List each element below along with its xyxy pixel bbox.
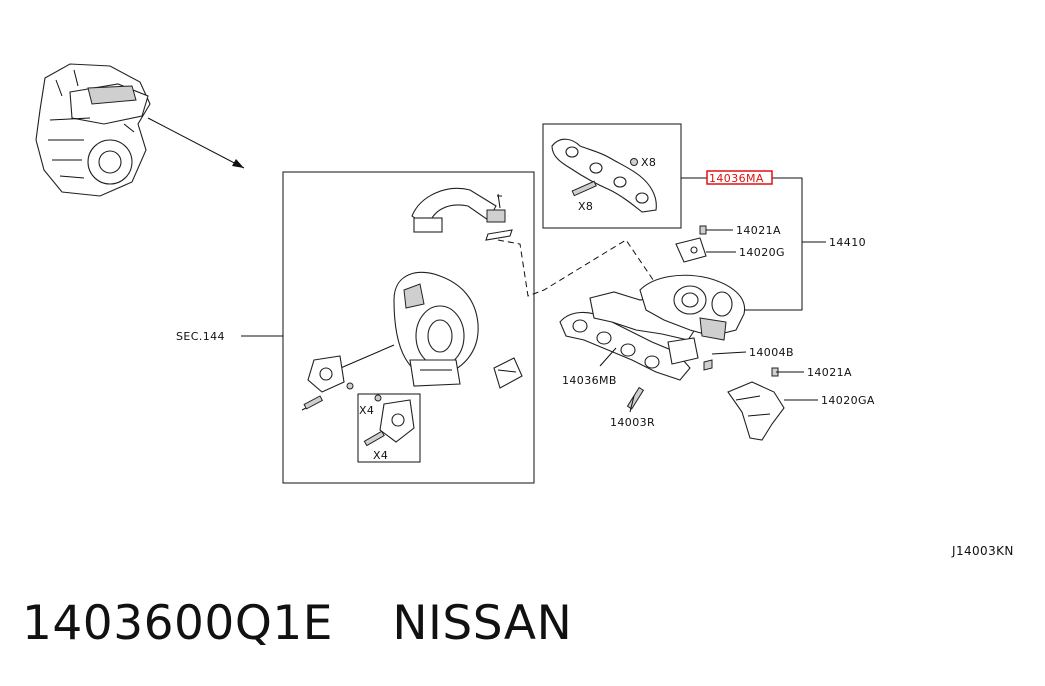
callout-14020G: 14020G <box>739 246 785 259</box>
turbocharger-box <box>282 171 661 484</box>
callout-14020GA: 14020GA <box>821 394 875 407</box>
qty-x8-nut: X8 <box>641 156 656 169</box>
callout-14036MB: 14036MB <box>562 374 617 387</box>
qty-x4-nut: X4 <box>359 404 374 417</box>
callout-14004B: 14004B <box>749 346 794 359</box>
callout-14410: 14410 <box>829 236 866 249</box>
callout-14003R: 14003R <box>610 416 655 429</box>
leader-lines <box>241 177 826 413</box>
callout-labels: SEC.144 14036MA 14410 14021A 14020G 1400… <box>176 156 1014 558</box>
caption: 1403600Q1E NISSAN <box>22 596 572 651</box>
callout-14036MA: 14036MA <box>709 172 764 185</box>
callout-sec-144: SEC.144 <box>176 330 225 343</box>
manifold-assembly <box>559 225 785 441</box>
figure-code: J14003KN <box>951 544 1014 558</box>
qty-x8-stud: X8 <box>578 200 593 213</box>
engine-thumbnail <box>35 63 151 197</box>
qty-x4-stud: X4 <box>373 449 388 462</box>
brand-name: NISSAN <box>392 596 573 651</box>
nut-kit-box <box>542 123 682 229</box>
callout-14021A-top: 14021A <box>736 224 781 237</box>
part-number: 1403600Q1E <box>22 596 333 651</box>
callout-14021A-bottom: 14021A <box>807 366 852 379</box>
parts-diagram: SEC.144 14036MA 14410 14021A 14020G 1400… <box>35 63 1014 558</box>
location-arrow <box>147 117 245 169</box>
highlight-box <box>706 170 773 185</box>
